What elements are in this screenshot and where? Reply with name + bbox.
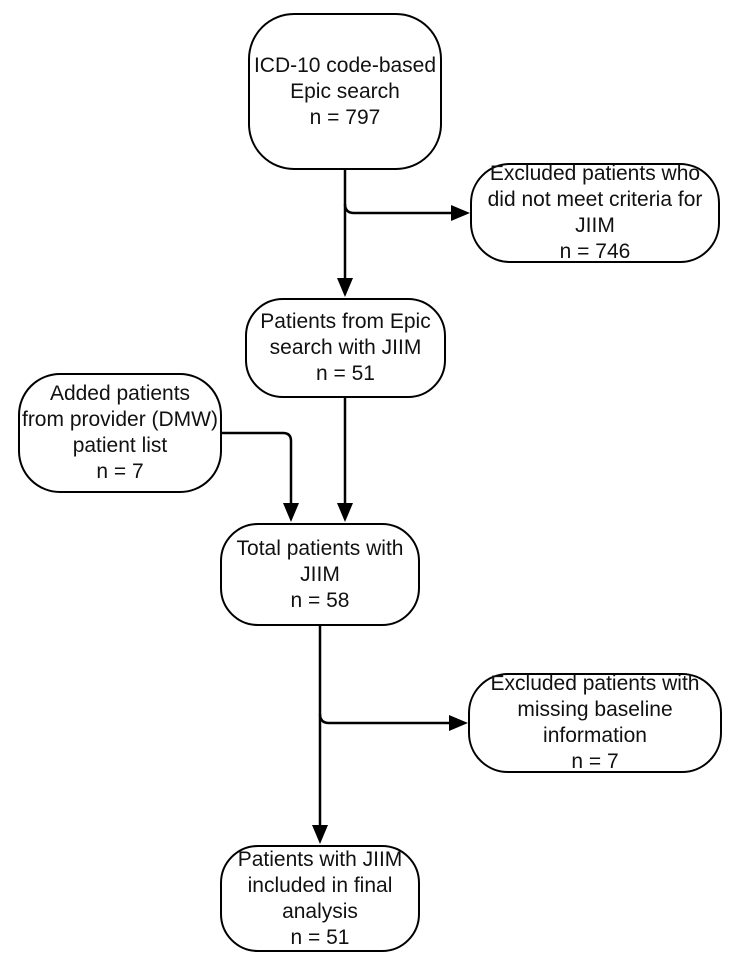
flow-node-icd10-search: ICD-10 code-based Epic search n = 797 — [248, 13, 442, 170]
arrow-branch-to-excluded-criteria-head — [451, 205, 470, 221]
arrow-added-to-total-head — [283, 503, 299, 522]
flow-node-total-jiim: Total patients with JIIM n = 58 — [220, 523, 420, 626]
arrow-branch-to-excluded-baseline-head — [449, 715, 468, 731]
flow-node-added-provider-list: Added patients from provider (DMW) patie… — [18, 373, 222, 493]
arrow-branch-to-excluded-baseline-line — [318, 713, 450, 725]
arrow-epic-to-total-head — [337, 503, 353, 522]
flow-node-final-analysis: Patients with JIIM included in final ana… — [220, 845, 420, 952]
arrow-icd10-to-epic-head — [337, 278, 353, 297]
flow-node-excluded-missing-baseline: Excluded patients with missing baseline … — [468, 672, 722, 773]
flow-node-excluded-not-meeting-criteria: Excluded patients who did not meet crite… — [470, 162, 720, 263]
arrow-total-to-final-head — [312, 825, 328, 844]
arrow-branch-to-excluded-criteria-line — [343, 203, 452, 215]
flow-node-epic-search-jiim: Patients from Epic search with JIIM n = … — [245, 298, 446, 398]
arrow-added-to-total-line — [222, 431, 293, 504]
